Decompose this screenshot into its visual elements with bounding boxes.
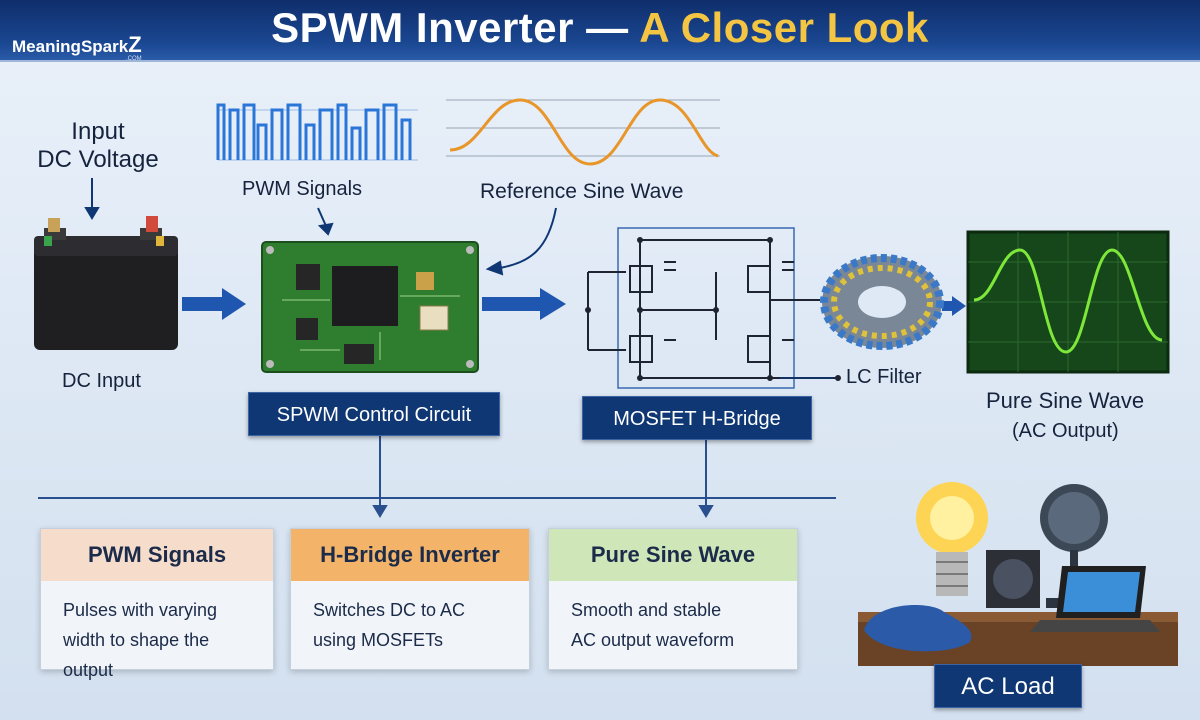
ac-load-label: AC Load (934, 664, 1082, 708)
card-pwm-signals: PWM Signals Pulses with varying width to… (40, 528, 274, 680)
h-bridge-nodes (585, 237, 841, 381)
input-dc-voltage-label: Input DC Voltage (28, 118, 168, 174)
card-h-bridge-inverter: H-Bridge Inverter Switches DC to AC usin… (290, 528, 530, 670)
spwm-control-circuit-label: SPWM Control Circuit (248, 392, 500, 436)
flow-arrow-pcb-to-bridge (482, 288, 566, 320)
logo-suffix: .COM (126, 56, 142, 62)
input-label-line1: Input (71, 118, 125, 145)
card-pwm-signals-line1: Pulses with varying (63, 600, 218, 620)
logo-z: Z (128, 32, 142, 57)
input-label-line2: DC Voltage (37, 146, 159, 173)
header-banner (0, 0, 1200, 62)
reference-sine-graphic (446, 98, 720, 166)
pwm-signal-graphic (216, 103, 418, 161)
card-pure-sine-line2: AC output waveform (571, 630, 735, 650)
card-h-bridge-line1: Switches DC to AC (313, 600, 466, 620)
card-pwm-signals-line2: width to shape the output (63, 630, 210, 680)
lc-filter-label: LC Filter (846, 366, 922, 388)
title-main: SPWM Inverter — (271, 4, 640, 51)
site-logo: MeaningSparkZ (12, 32, 142, 58)
card-pure-sine-title: Pure Sine Wave (549, 529, 797, 581)
card-pure-sine-body: Smooth and stable AC output waveform (549, 581, 797, 655)
flow-arrow-battery-to-pcb (182, 288, 246, 320)
pure-sine-output-title: Pure Sine Wave (986, 388, 1145, 413)
pwm-signals-label: PWM Signals (242, 178, 363, 200)
pcb-control-board (261, 241, 479, 373)
battery-icon (34, 216, 178, 350)
page-title: SPWM Inverter — A Closer Look (0, 4, 1200, 52)
input-arrow (84, 178, 100, 220)
card-pure-sine-wave: Pure Sine Wave Smooth and stable AC outp… (548, 528, 798, 670)
card-h-bridge-body: Switches DC to AC using MOSFETs (291, 581, 529, 655)
card-pwm-signals-body: Pulses with varying width to shape the o… (41, 581, 273, 685)
ac-load-scene (858, 482, 1178, 666)
oscilloscope-screen (966, 230, 1170, 374)
down-connectors (372, 436, 714, 518)
mosfet-h-bridge-label: MOSFET H-Bridge (582, 396, 812, 440)
card-h-bridge-title: H-Bridge Inverter (291, 529, 529, 581)
h-bridge-schematic (587, 227, 838, 389)
card-h-bridge-line2: using MOSFETs (313, 630, 444, 650)
dc-input-label: DC Input (62, 370, 141, 392)
reference-pointer-arrow (485, 207, 557, 276)
pure-sine-output-subtitle: (AC Output) (1012, 420, 1119, 442)
logo-text: MeaningSpark (12, 37, 129, 56)
pwm-pointer-arrow (317, 207, 334, 236)
title-accent: A Closer Look (639, 4, 929, 51)
lc-filter-toroid (820, 254, 944, 350)
reference-sine-label: Reference Sine Wave (480, 180, 684, 203)
card-pure-sine-line1: Smooth and stable (571, 600, 722, 620)
flow-arrow-filter-to-scope (942, 296, 966, 316)
card-pwm-signals-title: PWM Signals (41, 529, 273, 581)
